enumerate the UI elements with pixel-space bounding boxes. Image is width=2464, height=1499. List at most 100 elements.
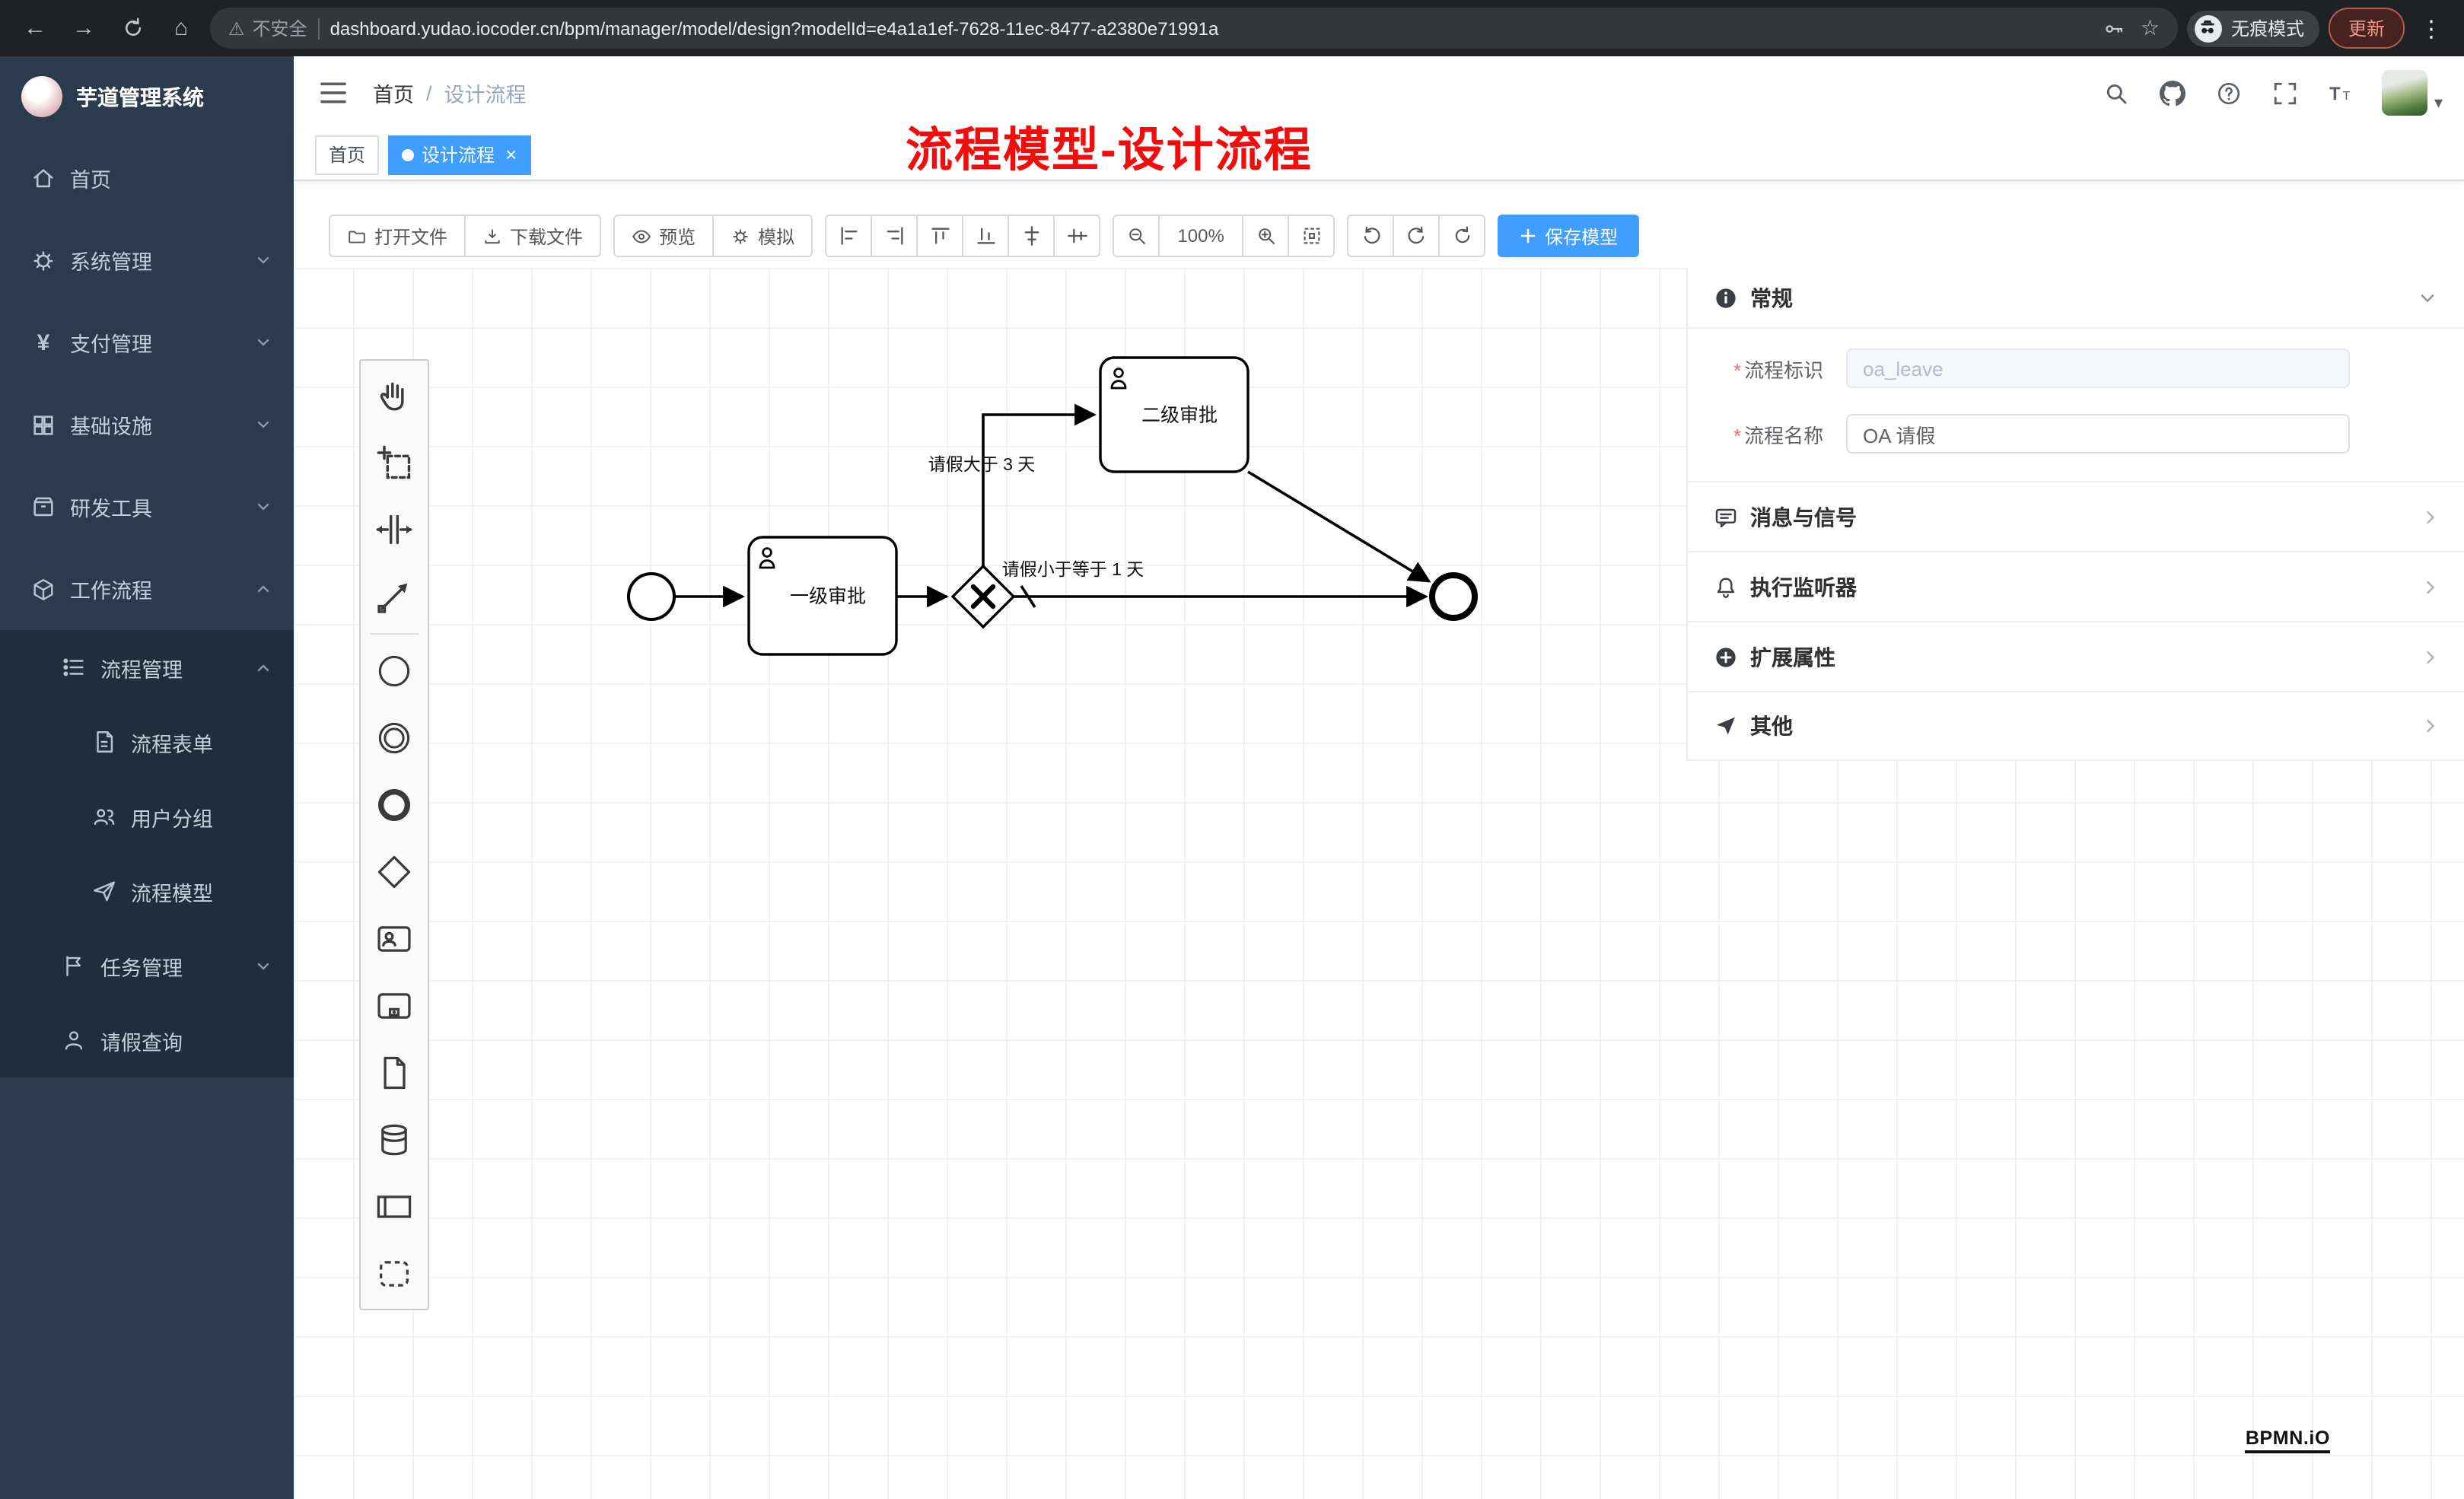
align-right-button[interactable] (871, 215, 918, 257)
create-group-icon[interactable] (361, 1240, 428, 1307)
sidebar-item-leave-query[interactable]: 请假查询 (0, 1003, 294, 1077)
lasso-tool-icon[interactable] (361, 429, 428, 496)
app-logo[interactable]: 芋道管理系统 (0, 56, 294, 137)
forward-icon[interactable]: → (72, 15, 95, 41)
open-file-button[interactable]: 打开文件 (329, 215, 466, 257)
users-icon (91, 804, 117, 829)
align-top-button[interactable] (916, 215, 964, 257)
download-file-button[interactable]: 下载文件 (464, 215, 602, 257)
toolbox-icon (30, 494, 56, 520)
sidebar-item-workflow[interactable]: 工作流程 (0, 548, 294, 630)
create-start-event-icon[interactable] (361, 638, 428, 705)
restart-button[interactable] (1438, 215, 1486, 257)
save-model-button[interactable]: 保存模型 (1498, 215, 1640, 257)
align-center-horizontal-button[interactable] (1008, 215, 1055, 257)
flow-label-less-equal[interactable]: 请假小于等于 1 天 (1002, 559, 1144, 579)
user-task-icon (759, 547, 775, 569)
create-data-store-icon[interactable] (361, 1106, 428, 1173)
chevron-down-icon (254, 956, 272, 975)
bpmn-diagram[interactable]: 一级审批 二级审批 请假大于 3 天 请假小于等于 1 天 (294, 268, 2464, 1499)
bpmn-io-watermark[interactable]: BPMN.iO (2245, 1427, 2330, 1453)
sidebar-item-user-groups[interactable]: 用户分组 (0, 779, 294, 854)
reload-icon[interactable] (113, 8, 152, 48)
required-mark: * (1733, 424, 1742, 447)
task1-shape[interactable] (747, 536, 898, 656)
chevron-right-icon (2420, 506, 2441, 527)
back-icon[interactable]: ← (24, 15, 46, 41)
simulate-button[interactable]: 模拟 (712, 215, 813, 257)
incognito-label: 无痕模式 (2230, 18, 2304, 40)
section-extended-attributes[interactable]: 扩展属性 (1688, 621, 2464, 691)
flow-label-greater[interactable]: 请假大于 3 天 (928, 454, 1036, 474)
fullscreen-icon[interactable] (2270, 78, 2300, 108)
sidebar-item-process-management[interactable]: 流程管理 (0, 630, 294, 705)
bookmark-star-icon[interactable]: ☆ (2140, 15, 2160, 40)
sidebar-item-task-management[interactable]: 任务管理 (0, 928, 294, 1003)
space-tool-icon[interactable] (361, 496, 428, 563)
create-gateway-icon[interactable] (361, 839, 428, 905)
search-icon[interactable] (2101, 78, 2131, 108)
section-execution-listeners[interactable]: 执行监听器 (1688, 551, 2464, 621)
align-center-vertical-button[interactable] (1053, 215, 1101, 257)
home-icon[interactable]: ⌂ (173, 15, 189, 41)
chrome-update-button[interactable]: 更新 (2328, 8, 2405, 49)
process-name-input[interactable] (1846, 414, 2350, 454)
url-bar[interactable]: ⚠ 不安全 dashboard.yudao.iocoder.cn/bpm/man… (210, 8, 2178, 49)
chevron-right-icon (2420, 646, 2441, 667)
close-icon[interactable]: × (505, 143, 517, 166)
sidebar-item-process-models[interactable]: 流程模型 (0, 854, 294, 928)
sidebar-item-devtools[interactable]: 研发工具 (0, 466, 294, 548)
zoom-level[interactable]: 100% (1158, 215, 1244, 257)
section-others[interactable]: 其他 (1688, 691, 2464, 761)
sidebar-item-payment[interactable]: ¥ 支付管理 (0, 301, 294, 384)
align-left-button[interactable] (825, 215, 873, 257)
reset-viewport-button[interactable] (1288, 215, 1335, 257)
default-flow-marker (1020, 585, 1036, 608)
general-title: 常规 (1750, 285, 1793, 310)
section-messages-signals[interactable]: 消息与信号 (1688, 481, 2464, 551)
user-avatar-menu[interactable]: ▾ (2382, 70, 2443, 116)
global-connect-tool-icon[interactable] (361, 563, 428, 630)
user-task-icon (1110, 368, 1127, 390)
process-key-input[interactable] (1846, 348, 2350, 388)
create-subprocess-icon[interactable] (361, 972, 428, 1039)
palette-separator (370, 633, 419, 635)
home-nav-icon (30, 165, 56, 191)
zoom-out-button[interactable] (1113, 215, 1160, 257)
undo-button[interactable] (1347, 215, 1395, 257)
create-intermediate-event-icon[interactable] (361, 705, 428, 772)
create-participant-icon[interactable] (361, 1173, 428, 1240)
sidebar-item-home[interactable]: 首页 (0, 137, 294, 219)
breadcrumb: 首页 / 设计流程 (373, 78, 527, 108)
preview-button[interactable]: 预览 (613, 215, 715, 257)
browser-menu-icon[interactable]: ⋮ (2420, 16, 2443, 42)
help-icon[interactable] (2214, 78, 2244, 108)
end-event-shape[interactable] (1429, 572, 1478, 621)
tag-design-process[interactable]: 设计流程 × (388, 135, 531, 174)
start-event-shape[interactable] (627, 572, 676, 621)
breadcrumb-home[interactable]: 首页 (373, 84, 414, 107)
designer-toolbar: 打开文件 下载文件 预览 模拟 (329, 215, 1640, 257)
sidebar-item-infrastructure[interactable]: 基础设施 (0, 384, 294, 466)
sidebar-item-process-forms[interactable]: 流程表单 (0, 705, 294, 779)
create-data-object-icon[interactable] (361, 1039, 428, 1106)
bpmn-canvas[interactable]: 一级审批 二级审批 请假大于 3 天 请假小于等于 1 天 (294, 268, 2464, 1499)
general-section-header[interactable]: 常规 (1688, 268, 2464, 329)
redo-button[interactable] (1393, 215, 1441, 257)
collapse-sidebar-icon[interactable] (318, 78, 349, 108)
sidebar-item-system[interactable]: 系统管理 (0, 219, 294, 301)
create-user-task-icon[interactable] (361, 905, 428, 972)
security-status[interactable]: ⚠ 不安全 (228, 15, 307, 41)
github-icon[interactable] (2157, 78, 2188, 108)
key-icon[interactable] (2104, 18, 2125, 39)
bell-icon (1712, 574, 1738, 600)
create-end-event-icon[interactable] (361, 772, 428, 839)
tag-home[interactable]: 首页 (315, 135, 380, 174)
zoom-in-button[interactable] (1242, 215, 1290, 257)
flow-gateway-to-task2[interactable] (982, 403, 1097, 566)
task2-shape[interactable] (1099, 356, 1250, 473)
flow-task2-to-end[interactable] (1247, 470, 1431, 583)
hand-tool-icon[interactable] (361, 362, 428, 429)
align-bottom-button[interactable] (962, 215, 1010, 257)
